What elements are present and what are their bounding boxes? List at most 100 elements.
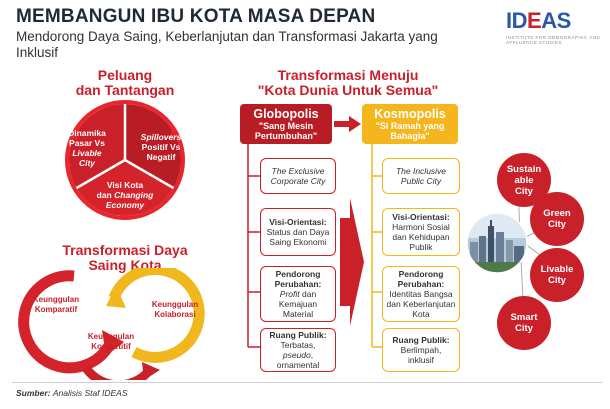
globopolis-name: Globopolis bbox=[253, 107, 319, 121]
pie-label-2-l3: Negatif bbox=[146, 152, 176, 162]
source-text: Analisis Staf IDEAS bbox=[52, 388, 128, 398]
glob-box4-l2: Terbatas, bbox=[280, 340, 316, 350]
peluang-title-line1: Peluang bbox=[97, 67, 153, 83]
kosmopolis-box-1: The Inclusive Public City bbox=[382, 158, 460, 194]
circle4-l2: City bbox=[515, 323, 533, 334]
pie-label-1-l3: Livable bbox=[72, 148, 102, 158]
pie-label-2: Spillovers Positif Vs Negatif bbox=[130, 132, 192, 162]
glob-box3-l3b: dan bbox=[299, 289, 317, 299]
kosmopolis-box-2: Visi-Orientasi: Harmoni Sosial dan Kehid… bbox=[382, 208, 460, 256]
big-arrow-icon bbox=[340, 198, 364, 326]
logo-wordmark: IDEAS bbox=[506, 8, 602, 34]
cycle-arc-2 bbox=[108, 268, 205, 363]
glob-box4-l1: Ruang Publik: bbox=[269, 330, 327, 340]
globopolis-box-2: Visi-Orientasi: Status dan Daya Saing Ek… bbox=[260, 208, 336, 256]
kosmopolis-box-4: Ruang Publik: Berlimpah, inklusif bbox=[382, 328, 460, 372]
cycle-label-2: Keunggulan Kompetitif bbox=[76, 332, 146, 351]
kos-box2-l4: Publik bbox=[409, 242, 433, 252]
logo-part-1: ID bbox=[506, 8, 528, 33]
globopolis-header: Globopolis "Sang Mesin Pertumbuhan" bbox=[240, 104, 332, 144]
ring-arrowhead-2 bbox=[170, 128, 180, 140]
circle-smart-city: Smart City bbox=[497, 296, 551, 350]
transformasi-title-line1: Transformasi Menuju bbox=[277, 67, 419, 83]
circle1-l1: Sustain bbox=[506, 163, 542, 175]
cycle-label-1-l2: Komparatif bbox=[34, 304, 78, 314]
globopolis-tag-1: "Sang Mesin bbox=[258, 121, 314, 131]
glob-box3-l1: Pendorong bbox=[275, 269, 321, 279]
circle1-l3: City bbox=[515, 185, 533, 197]
source-note: Sumber: Analisis Staf IDEAS bbox=[16, 388, 128, 398]
pie-label-3: Visi Kota dan Changing Economy bbox=[90, 180, 160, 210]
pie-label-2-l1: Spillovers bbox=[140, 132, 182, 142]
kos-box1-l2: Public City bbox=[400, 176, 442, 186]
glob-box3-l2: Perubahan: bbox=[274, 279, 322, 289]
connector-lines bbox=[247, 144, 382, 348]
cycle-arrowhead-2 bbox=[106, 286, 126, 308]
kos-box2-l1: Visi-Orientasi: bbox=[392, 212, 450, 222]
cycle-label-1-l1: Keunggulan bbox=[32, 295, 80, 304]
pie-label-2-l2: Positif Vs bbox=[141, 142, 181, 152]
ring-arrowhead-3 bbox=[118, 214, 132, 220]
pie-divider-3 bbox=[75, 158, 126, 190]
ring-arrowhead-1 bbox=[70, 128, 78, 140]
pie-label-1-l1: Dinamika bbox=[68, 128, 106, 138]
page-subtitle: Mendorong Daya Saing, Keberlanjutan dan … bbox=[16, 29, 438, 60]
cycle-arc-1 bbox=[18, 270, 115, 374]
kosmopolis-box-3: Pendorong Perubahan: Identitas Bangsa da… bbox=[382, 266, 460, 322]
daya-saing-title-line1: Transformasi Daya bbox=[62, 242, 188, 258]
logo-part-2: E bbox=[527, 8, 542, 33]
cycle-arrowhead-3 bbox=[142, 362, 160, 380]
pie-label-3-l1: Visi Kota bbox=[106, 180, 144, 190]
kos-box4-l2: Berlimpah, bbox=[400, 345, 442, 355]
pie-label-1: Dinamika Pasar Vs Livable City bbox=[56, 128, 118, 168]
glob-box3-l4: Kemajuan bbox=[278, 299, 318, 309]
circle-livable-city: Livable City bbox=[530, 248, 584, 302]
cycle-label-3: Keunggulan Kolaborasi bbox=[142, 300, 208, 319]
globopolis-bracket bbox=[247, 144, 260, 348]
circle3-l2: City bbox=[548, 275, 566, 286]
kosmopolis-tag-2: Bahagia" bbox=[390, 131, 430, 141]
kos-box3-l5: Kota bbox=[412, 309, 430, 319]
globopolis-box-4: Ruang Publik: Terbatas, pseudo, ornament… bbox=[260, 328, 336, 372]
cycle-label-3-l1: Keunggulan bbox=[151, 300, 199, 309]
circle1-l2: able bbox=[514, 174, 534, 186]
circle2-l1: Green bbox=[543, 208, 571, 219]
ideas-logo: IDEAS INSTITUTE FOR DEMOGRAPHIC AND AFFL… bbox=[506, 8, 602, 48]
cycle-arrowhead-1 bbox=[102, 330, 124, 356]
transformasi-title: Transformasi Menuju "Kota Dunia Untuk Se… bbox=[232, 68, 464, 98]
glob-box3-l5: Material bbox=[282, 309, 314, 319]
globopolis-tag-2: Pertumbuhan" bbox=[254, 131, 318, 141]
glob-box1-l2: Corporate City bbox=[270, 176, 326, 186]
kos-box1-l1: The Inclusive bbox=[395, 166, 447, 176]
kos-box3-l2: Perubahan: bbox=[397, 279, 445, 289]
pie-label-1-l2: Pasar Vs bbox=[69, 138, 105, 148]
kos-box4-l1: Ruang Publik: bbox=[392, 335, 450, 345]
kosmopolis-bracket bbox=[371, 144, 382, 348]
cycle-label-2-l1: Keunggulan bbox=[87, 332, 135, 341]
kosmopolis-header: Kosmopolis "Si Ramah yang Bahagia" bbox=[362, 104, 458, 144]
transformasi-title-line2: "Kota Dunia Untuk Semua" bbox=[257, 82, 439, 98]
kos-box4-l3: inklusif bbox=[408, 355, 434, 365]
logo-tagline: INSTITUTE FOR DEMOGRAPHIC AND AFFLUENCE … bbox=[506, 35, 601, 45]
pie-label-3-l2: dan bbox=[96, 190, 112, 200]
glob-box1-l1: The Exclusive bbox=[271, 166, 325, 176]
kosmopolis-name: Kosmopolis bbox=[374, 107, 446, 121]
peluang-title-line2: dan Tantangan bbox=[75, 82, 175, 98]
globopolis-box-3: Pendorong Perubahan: Profit dan Kemajuan… bbox=[260, 266, 336, 322]
kos-box3-l1: Pendorong bbox=[398, 269, 444, 279]
circle2-l2: City bbox=[548, 219, 566, 230]
globopolis-box-1: The Exclusive Corporate City bbox=[260, 158, 336, 194]
cycle-label-1: Keunggulan Komparatif bbox=[26, 295, 86, 314]
glob-box4-l3b: , bbox=[310, 350, 314, 360]
glob-box2-l1: Visi-Orientasi: bbox=[269, 217, 327, 227]
pie-label-3-l4: Economy bbox=[105, 200, 145, 210]
glob-box3-l3: Profit bbox=[279, 289, 300, 299]
pie-label-3-l3: Changing bbox=[114, 190, 154, 200]
pie-label-1-l4: City bbox=[78, 158, 96, 168]
page-title: MEMBANGUN IBU KOTA MASA DEPAN bbox=[16, 6, 376, 27]
circle4-l1: Smart bbox=[510, 312, 538, 323]
cycle-arc-3 bbox=[82, 365, 152, 380]
kos-box3-l3: Identitas Bangsa bbox=[389, 289, 453, 299]
source-label: Sumber: bbox=[16, 388, 51, 398]
footer-divider bbox=[12, 382, 602, 383]
